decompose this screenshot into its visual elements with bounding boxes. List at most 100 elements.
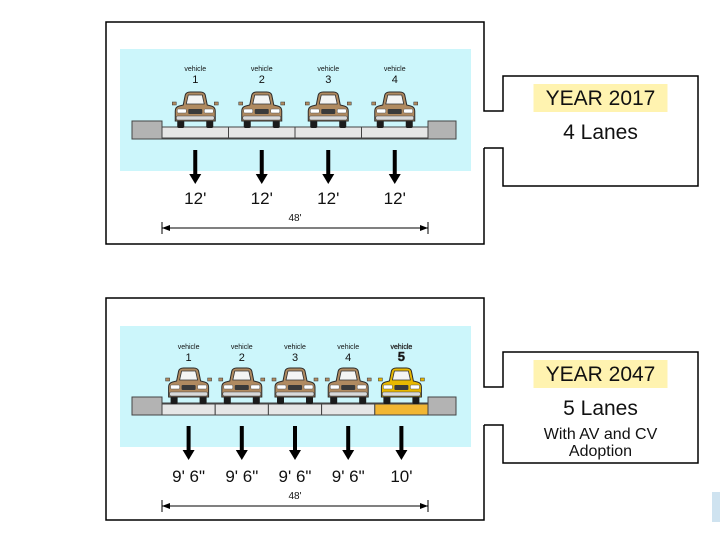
car-body [327, 367, 369, 398]
car-bumper [175, 115, 215, 121]
car-headlight [250, 384, 261, 390]
car-mirror [371, 101, 376, 106]
lane-width-label: 9' 6" [225, 467, 258, 486]
car-bumper [328, 391, 368, 397]
left-curb [131, 396, 163, 416]
car-icon [218, 367, 266, 404]
car-headlight [303, 384, 314, 390]
car-body [374, 91, 416, 122]
car-headlight [204, 108, 214, 114]
car-mirror [347, 101, 352, 106]
vehicle-label: vehicle [337, 344, 359, 351]
vehicle-number: 2 [259, 74, 265, 86]
car-windshield [232, 370, 252, 381]
left-curb [131, 120, 163, 140]
car-headlight [310, 108, 320, 114]
car-bumper [222, 391, 262, 397]
car-mirror [165, 377, 170, 382]
car-body [380, 367, 422, 398]
car-mirror [271, 377, 277, 382]
lane-width-label: 10' [390, 467, 412, 486]
vehicle-label: vehicle [251, 66, 273, 73]
car-grille [387, 109, 402, 114]
car-bumper [375, 115, 415, 121]
total-width-label: 48' [288, 213, 301, 224]
dimension-arrow-icon [162, 503, 170, 509]
down-arrow-icon [255, 174, 268, 184]
vehicle-label: vehicle [284, 344, 306, 351]
callout-box [483, 351, 699, 464]
car-bumper [308, 115, 348, 121]
car-headlight [170, 384, 180, 390]
car-icon [172, 91, 219, 128]
car-icon [238, 91, 285, 128]
vehicle-number: 1 [192, 74, 198, 86]
car-mirror [366, 377, 372, 382]
lane-3 [267, 403, 323, 416]
panel-frame [105, 297, 485, 521]
car-bumper [169, 391, 208, 397]
down-arrow-icon [182, 450, 195, 460]
car-windshield [252, 94, 272, 105]
vehicle-number: 4 [392, 74, 398, 86]
lane-width-label: 12' [251, 189, 273, 208]
car-mirror [172, 101, 177, 106]
down-arrow-icon [395, 450, 408, 460]
car-windshield [185, 94, 205, 105]
panel-frame [105, 21, 485, 245]
right-curb [427, 120, 457, 140]
year-label: YEAR 2047 [546, 363, 656, 386]
lane-width-label: 9' 6" [332, 467, 365, 486]
edge-decoration [712, 492, 720, 522]
vehicle-label: vehicle [384, 66, 406, 73]
car-icon [165, 367, 212, 404]
year-highlight [533, 360, 668, 388]
car-mirror [260, 377, 266, 382]
vehicle-number: 3 [325, 74, 331, 86]
adoption-note: With AV and CV [544, 426, 658, 443]
car-headlight [329, 384, 340, 390]
vehicle-number: 2 [239, 352, 245, 364]
car-headlight [356, 384, 367, 390]
vehicle-number: 5 [398, 349, 405, 364]
car-bumper [242, 115, 282, 121]
car-icon [378, 367, 425, 404]
car-headlight [177, 108, 187, 114]
year-label: YEAR 2017 [546, 87, 656, 110]
car-icon [324, 367, 372, 404]
vehicle-label: vehicle [391, 344, 413, 351]
vehicle-number: 1 [186, 352, 192, 364]
car-headlight [276, 384, 287, 390]
car-headlight [223, 384, 234, 390]
dimension-arrow-icon [420, 225, 428, 231]
lane-2 [214, 403, 269, 416]
car-windshield [285, 370, 305, 381]
car-windshield [385, 94, 405, 105]
car-body [274, 367, 316, 398]
lane-5 [374, 403, 429, 416]
car-headlight [376, 108, 386, 114]
car-mirror [207, 377, 212, 382]
car-headlight [197, 384, 207, 390]
car-mirror [324, 377, 330, 382]
down-arrow-icon [289, 450, 301, 460]
car-mirror [313, 377, 319, 382]
callout-box [483, 75, 699, 187]
lane-4 [361, 126, 429, 139]
car-body [221, 367, 263, 398]
car-windshield [318, 94, 338, 105]
down-arrow-icon [235, 450, 248, 460]
car-mirror [420, 377, 425, 382]
car-body [168, 367, 210, 398]
car-mirror [238, 101, 243, 106]
car-body [174, 91, 216, 122]
year-highlight [533, 84, 668, 112]
vehicle-label: vehicle [178, 344, 200, 351]
car-grille [234, 385, 249, 390]
car-icon [371, 91, 418, 128]
lane-width-label: 12' [317, 189, 339, 208]
lane-4 [321, 403, 376, 416]
car-headlight [383, 384, 393, 390]
total-width-label: 48' [288, 491, 301, 502]
